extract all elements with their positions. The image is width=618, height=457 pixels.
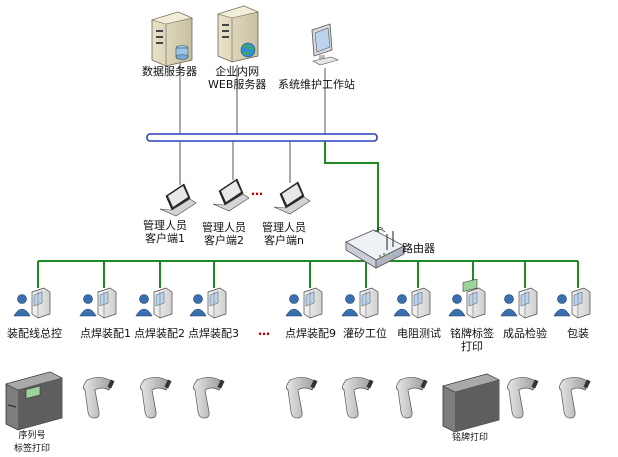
web-server-icon [216,5,259,63]
data-server-icon [150,11,193,67]
data-server-label: 数据服务器 [142,65,197,78]
station-label-packaging: 包装 [567,327,589,340]
client-connectors [179,141,291,185]
serial-label-printer-icon [5,371,63,431]
client-label-1: 管理人员 客户端1 [143,219,187,245]
barcode-scanner-icon [83,377,115,419]
client-label-2-line1: 管理人员 [202,221,246,234]
barcode-scanner-icon [559,377,591,419]
barcode-scanner-icon [342,377,374,419]
station-pc-icon [393,287,431,319]
station-label-spot-weld-1: 点焊装配1 [80,327,131,340]
station-pc-icon [79,287,117,319]
clients-ellipsis: … [251,184,264,198]
client-label-2-line2: 客户端2 [204,234,244,247]
barcode-scanner-icon [507,377,539,419]
maintenance-workstation-icon [311,23,339,66]
client-label-2: 管理人员 客户端2 [202,221,246,247]
network-bus [146,133,378,142]
maintenance-workstation-label: 系统维护工作站 [278,78,355,91]
station-label-nameplate: 铭牌标签 打印 [450,327,494,353]
station-label-nameplate-line1: 铭牌标签 [450,327,494,340]
laptop-icon-n [273,181,311,215]
barcode-scanner-icon [140,377,172,419]
station-pc-icon [341,287,379,319]
laptop-icon-2 [212,178,250,212]
station-label-spot-weld-3: 点焊装配3 [188,327,239,340]
router-icon [345,227,405,269]
server-connectors [179,60,326,137]
barcode-scanner-icon [286,377,318,419]
stations-ellipsis: … [258,324,271,338]
station-label-final-inspection: 成品检验 [503,327,547,340]
barcode-scanner-icon [193,377,225,419]
station-label-spot-weld-2: 点焊装配2 [134,327,185,340]
nameplate-printer-icon [442,278,500,433]
station-pc-icon [13,287,51,319]
web-server-label-line1: 企业内网 [215,65,260,78]
serial-printer-label-line2: 标签打印 [14,444,51,454]
nameplate-printer-label: 铭牌打印 [452,433,489,443]
barcode-scanners [83,377,591,419]
station-pc-icon [500,287,538,319]
client-label-n: 管理人员 客户端n [262,221,306,247]
serial-printer-label-line1: 序列号 [18,431,46,441]
production-drops [37,261,579,288]
router-uplink [324,141,379,243]
station-pc-icon [285,287,323,319]
serial-printer-label: 序列号 标签打印 [14,430,50,456]
web-server-label-line2: WEB服务器 [208,78,267,91]
station-label-nameplate-line2: 打印 [461,340,483,353]
station-pc-icon [189,287,227,319]
web-server-label: 企业内网 WEB服务器 [208,65,266,91]
station-pc-icon [448,287,486,319]
client-label-1-line1: 管理人员 [143,219,187,232]
router-label: 路由器 [402,242,435,255]
station-icons [13,287,591,319]
station-label-assembly-control: 装配线总控 [7,327,62,340]
client-label-n-line2: 客户端n [264,234,304,247]
station-pc-icon [553,287,591,319]
client-label-1-line2: 客户端1 [145,232,185,245]
station-label-resistance-test: 电阻测试 [397,327,441,340]
barcode-scanner-icon [396,377,428,419]
station-label-spot-weld-9: 点焊装配9 [285,327,336,340]
station-pc-icon [135,287,173,319]
station-label-potting: 灌矽工位 [343,327,387,340]
client-label-n-line1: 管理人员 [262,221,306,234]
laptop-icon-1 [159,183,197,217]
